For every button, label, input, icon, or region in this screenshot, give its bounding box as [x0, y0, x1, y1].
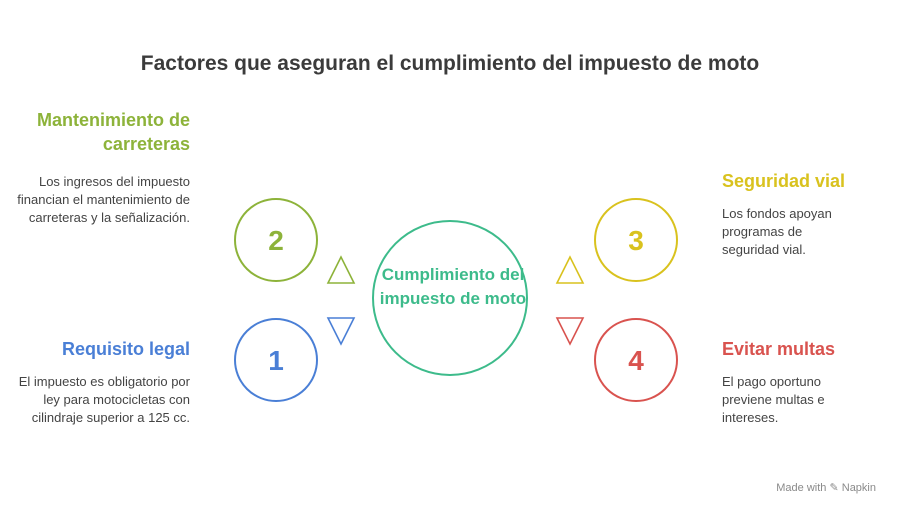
- factor-number-2: 2: [268, 225, 284, 256]
- footer-made-with: Made with: [776, 482, 827, 494]
- factor-text-4: El pago oportuno previene multas e inter…: [722, 374, 825, 425]
- factor-text-2: Los ingresos del impuesto financian el m…: [17, 174, 190, 225]
- factor-text-3: Los fondos apoyan programas de seguridad…: [722, 206, 832, 257]
- footer-brand: Napkin: [841, 482, 876, 494]
- factor-block-1: Requisito legal El impuesto es obligator…: [15, 337, 190, 427]
- triangle-up-icon: [555, 255, 585, 284]
- factor-block-3: Seguridad vial Los fondos apoyan program…: [722, 169, 897, 259]
- factor-heading-1: Requisito legal: [61, 339, 190, 359]
- triangle-up-icon: [326, 255, 356, 284]
- factor-circle-2: [234, 198, 318, 282]
- factor-heading-3: Seguridad vial: [722, 171, 846, 191]
- factor-heading-2: Mantenimiento de carreteras: [36, 110, 190, 154]
- center-circle: [372, 220, 528, 376]
- factor-block-4: Evitar multas El pago oportuno previene …: [722, 337, 897, 427]
- factor-number-3: 3: [628, 225, 644, 256]
- factor-text-1: El impuesto es obligatorio por ley para …: [18, 374, 190, 425]
- factor-circle-3: [594, 198, 678, 282]
- napkin-icon: ✎: [829, 482, 839, 494]
- factor-circle-4: [594, 318, 678, 402]
- factor-circle-1: [234, 318, 318, 402]
- factor-number-1: 1: [268, 345, 284, 376]
- footer-credit: Made with ✎ Napkin: [776, 481, 876, 494]
- page-title: Factores que aseguran el cumplimiento de…: [140, 52, 760, 75]
- factor-block-2: Mantenimiento de carreteras Los ingresos…: [15, 108, 190, 227]
- triangle-down-icon: [326, 317, 356, 346]
- factor-number-4: 4: [628, 345, 644, 376]
- center-label: Cumplimiento del impuesto de moto: [379, 265, 527, 308]
- factor-heading-4: Evitar multas: [722, 339, 836, 359]
- triangle-down-icon: [555, 317, 585, 346]
